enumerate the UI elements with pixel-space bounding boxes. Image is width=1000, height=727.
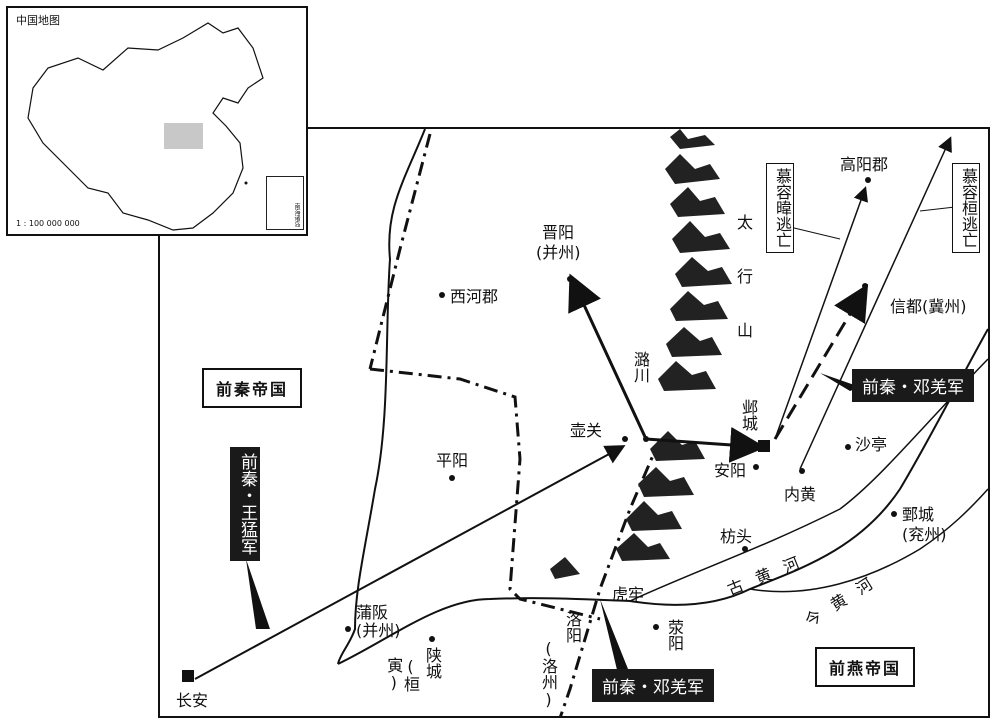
- label-juancheng-sub: (兖州): [902, 525, 947, 544]
- label-fangtou: 枋头: [720, 527, 753, 546]
- wangmeng-route: [194, 445, 626, 680]
- murongwei-flight: [774, 186, 868, 440]
- old-yellow-river: [629, 358, 989, 602]
- pointer-murongwei: [789, 226, 841, 240]
- label-gaoyang: 高阳郡: [840, 155, 889, 174]
- inset-title: 中国地图: [16, 14, 60, 27]
- nanhai-inset-box: 南海诸岛: [266, 176, 304, 230]
- army-dengqiang-north: 前秦・邓羌军: [852, 369, 974, 402]
- yellow-river-south: [337, 328, 989, 665]
- region-qianyan: 前燕帝国: [815, 647, 916, 687]
- label-xindu: 信都(冀州): [890, 297, 967, 316]
- label-shancheng-sub: (桓寅): [384, 657, 420, 692]
- label-hulao: 虎牢: [612, 585, 645, 604]
- label-juancheng: 鄄城: [902, 505, 935, 524]
- army-wangmeng: 前秦・王猛军: [230, 447, 260, 561]
- label-huguan: 壶关: [570, 421, 603, 440]
- route-to-yecheng: [645, 426, 766, 463]
- label-changan: 长安: [176, 691, 209, 710]
- yellow-river-west: [337, 129, 426, 665]
- inset-map-china: 中国地图 南海诸岛 1 : 100 000 000: [6, 6, 308, 236]
- pointer-wangmeng: [246, 559, 270, 629]
- army-dengqiang-south: 前秦・邓羌军: [592, 669, 714, 702]
- label-jinyang: 晋阳: [542, 223, 575, 242]
- label-luoyang-sub: (洛州): [539, 639, 558, 709]
- label-puban-sub: (并州): [356, 621, 401, 640]
- pointer-dengqiang-north: [820, 373, 860, 391]
- label-jinyang-sub: (并州): [536, 243, 581, 262]
- map-lines: [182, 129, 989, 718]
- region-qianqin: 前秦帝国: [202, 368, 303, 408]
- yecheng-marker: [758, 440, 770, 452]
- main-map: 前秦帝国 前燕帝国 太行山 古黄河 今黄河 长安 蒲阪 (并州) 陕城 (桓寅)…: [158, 127, 990, 718]
- label-neihuang: 内黄: [784, 485, 817, 504]
- nanhai-label: 南海诸岛: [293, 203, 300, 227]
- changan-marker: [182, 670, 194, 682]
- label-xingyang: 荥阳: [665, 619, 684, 651]
- new-yellow-river: [749, 488, 989, 593]
- route-to-jinyang: [568, 273, 648, 440]
- pointer-muronghuan: [919, 206, 956, 212]
- label-puban: 蒲阪: [356, 603, 389, 622]
- label-xihe: 西河郡: [450, 287, 499, 306]
- label-yecheng: 邺城: [739, 399, 758, 431]
- label-taihang: 太行山: [734, 214, 753, 376]
- taihang-mountains: [550, 129, 732, 579]
- label-shancheng: 陕城: [423, 647, 442, 679]
- boundary-lines: [368, 133, 662, 718]
- china-outline: [27, 22, 264, 231]
- label-luchuan: 潞川: [631, 351, 650, 383]
- label-pingyang: 平阳: [436, 451, 469, 470]
- label-shating: 沙亭: [855, 435, 888, 454]
- muronghuan-flight: [799, 136, 952, 470]
- flight-murongwei: 慕容暐逃亡: [766, 163, 794, 253]
- pointer-dengqiang-south: [600, 599, 630, 674]
- label-anyang: 安阳: [714, 461, 747, 480]
- inset-scale: 1 : 100 000 000: [16, 219, 80, 228]
- flight-muronghuan: 慕容桓逃亡: [952, 163, 980, 253]
- dengqiang-north-route: [773, 283, 869, 440]
- city-points: [182, 177, 897, 682]
- label-luoyang: 洛阳: [563, 611, 582, 643]
